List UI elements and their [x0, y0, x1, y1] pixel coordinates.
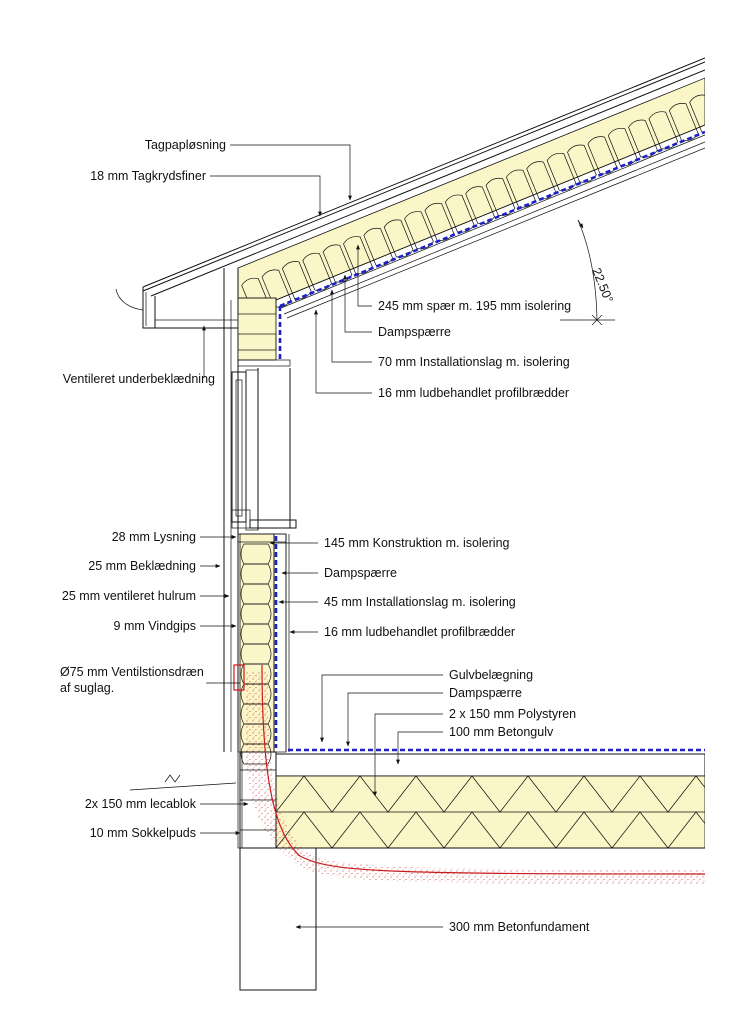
insulation-batt — [668, 103, 699, 141]
label-windgyp: 9 mm Vindgips — [114, 619, 196, 633]
label-floor-vapor: Dampspærre — [449, 686, 522, 700]
label-roof-plywood: 18 mm Tagkrydsfiner — [90, 169, 206, 183]
insulation-batt — [506, 169, 536, 208]
label-wall-boards: 16 mm ludbehandlet profilbrædder — [324, 625, 515, 639]
label-wall-vapor: Dampspærre — [324, 566, 397, 580]
label-rafter: 245 mm spær m. 195 mm isolering — [378, 299, 571, 313]
roof-vapor-barrier — [279, 130, 705, 308]
label-plinth: 10 mm Sokkelpuds — [90, 826, 196, 840]
label-roof-boards: 16 mm ludbehandlet profilbrædder — [378, 386, 569, 400]
floor-assembly — [275, 748, 705, 849]
label-floor-eps: 2 x 150 mm Polystyren — [449, 707, 576, 721]
label-cavity: 25 mm ventileret hulrum — [62, 589, 196, 603]
label-roof-vapor: Dampspærre — [378, 325, 451, 339]
label-soffit: Ventileret underbeklædning — [63, 372, 215, 386]
label-wall-install: 45 mm Installationslag m. isolering — [324, 595, 516, 609]
label-leca: 2x 150 mm lecablok — [85, 797, 197, 811]
label-gap: 28 mm Lysning — [112, 530, 196, 544]
roof-assembly — [115, 57, 705, 329]
insulation-batt — [587, 136, 618, 175]
label-floor-finish: Gulvbelægning — [449, 668, 533, 682]
insulation-batt — [424, 202, 455, 241]
insulation-batt — [689, 94, 705, 133]
label-foundation: 300 mm Betonfundament — [449, 920, 590, 934]
label-floor-concrete: 100 mm Betongulv — [449, 725, 554, 739]
label-drain-line1: Ø75 mm Ventilstionsdræn — [60, 665, 204, 679]
foundation-assembly — [233, 664, 705, 991]
label-roof-install: 70 mm Installationslag m. isolering — [378, 355, 570, 369]
polystyrene-zigzag — [275, 775, 705, 813]
label-angle: 22.50° — [589, 266, 616, 305]
label-cladding: 25 mm Beklædning — [88, 559, 196, 573]
label-drain-line2: af suglag. — [60, 681, 114, 695]
label-wall-construction: 145 mm Konstruktion m. isolering — [324, 536, 510, 550]
labels: Tagpapløsning 18 mm Tagkrydsfiner Ventil… — [60, 138, 616, 934]
insulation-batt — [343, 236, 373, 275]
leader-lines — [129, 144, 615, 929]
label-roof-membrane: Tagpapløsning — [145, 138, 226, 152]
insulation-batt — [261, 269, 292, 308]
